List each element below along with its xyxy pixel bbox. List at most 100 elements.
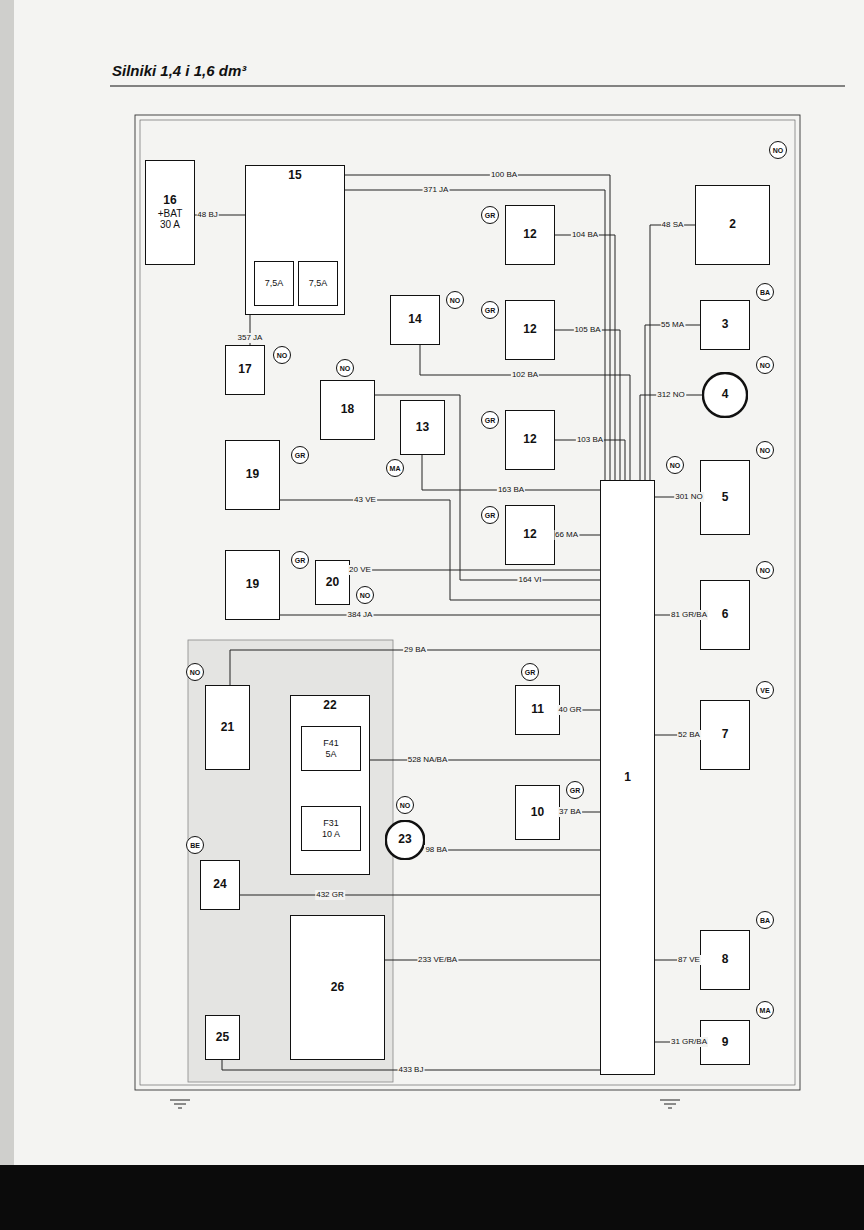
component-box: 12	[505, 505, 555, 565]
wire-colour-code: BA	[756, 283, 774, 301]
wire-colour-code: GR	[521, 663, 539, 681]
wire-colour-code: GR	[291, 551, 309, 569]
wire-code: 52 BA	[677, 730, 701, 740]
wire-code: 66 MA	[554, 530, 579, 540]
component-box: 20	[315, 560, 350, 605]
component-box: 10	[515, 785, 560, 840]
wire-colour-code: NO	[666, 456, 684, 474]
wire-code: 301 NO	[674, 492, 704, 502]
wire-colour-code: GR	[481, 411, 499, 429]
wire	[555, 440, 625, 480]
callout-number: 5	[722, 491, 729, 505]
wire	[645, 325, 700, 480]
wire-code: 233 VE/BA	[417, 955, 458, 965]
wire-colour-code: GR	[291, 446, 309, 464]
wire-colour-code: GR	[481, 206, 499, 224]
component-box: 157,5A7,5A	[245, 165, 345, 315]
callout-number: 12	[523, 433, 536, 447]
wire-colour-code: NO	[356, 586, 374, 604]
wire-colour-code: GR	[566, 781, 584, 799]
component-box: 5	[700, 460, 750, 535]
wire-code: 384 JA	[347, 610, 374, 620]
wire	[345, 190, 605, 480]
component-box: 13	[400, 400, 445, 455]
component-box: 7,5A	[254, 261, 294, 306]
callout-number: 12	[523, 228, 536, 242]
component-circle: 4	[702, 372, 748, 418]
wire-colour-code: BA	[756, 911, 774, 929]
callout-number: 21	[221, 721, 234, 735]
wire-code: 163 BA	[497, 485, 525, 495]
component-box: 1	[600, 480, 655, 1075]
component-box: 12	[505, 410, 555, 470]
wire	[555, 235, 615, 480]
callout-number: F31	[323, 818, 339, 828]
callout-number: 14	[408, 313, 421, 327]
wire-colour-code: GR	[481, 506, 499, 524]
wire-colour-code: MA	[386, 459, 404, 477]
component-box: 18	[320, 380, 375, 440]
component-box: 16+BAT30 A	[145, 160, 195, 265]
wire-colour-code: NO	[446, 291, 464, 309]
callout-number: 4	[722, 388, 729, 402]
callout-number: 8	[722, 953, 729, 967]
callout-number: 2	[729, 218, 736, 232]
callout-number: 7	[722, 728, 729, 742]
wire-code: 100 BA	[490, 170, 518, 180]
wire-code: 98 BA	[424, 845, 448, 855]
wire-colour-code: NO	[756, 561, 774, 579]
wire-code: 104 BA	[571, 230, 599, 240]
callout-number: 18	[341, 403, 354, 417]
component-box: 25	[205, 1015, 240, 1060]
callout-number: 9	[722, 1036, 729, 1050]
wire-code: 40 GR	[557, 705, 582, 715]
header-rule	[110, 85, 845, 86]
callout-number: 19	[246, 468, 259, 482]
component-box: 21	[205, 685, 250, 770]
wire-colour-code: NO	[396, 796, 414, 814]
callout-number: 7,5A	[265, 278, 284, 288]
component-box: 22F415AF3110 A	[290, 695, 370, 875]
callout-number: 1	[624, 771, 631, 785]
wire-code: 43 VE	[353, 495, 377, 505]
callout-number: 17	[238, 363, 251, 377]
component-box: 14	[390, 295, 440, 345]
component-box: 19	[225, 550, 280, 620]
callout-number: 10	[531, 806, 544, 820]
component-box: 8	[700, 930, 750, 990]
component-box: 7	[700, 700, 750, 770]
wire	[280, 615, 600, 616]
component-text: 10 A	[322, 829, 340, 839]
wire-colour-code: GR	[481, 301, 499, 319]
wire-colour-code: NO	[273, 346, 291, 364]
component-box: 12	[505, 300, 555, 360]
callout-number: 24	[213, 878, 226, 892]
wire	[555, 330, 620, 480]
wire	[420, 345, 630, 480]
wire-colour-code: NO	[756, 441, 774, 459]
dashboard-region	[188, 640, 393, 1082]
component-box: 3	[700, 300, 750, 350]
wire-code: 357 JA	[237, 333, 264, 343]
callout-number: 6	[722, 608, 729, 622]
wire-colour-code: MA	[756, 1001, 774, 1019]
wire-colour-code: NO	[186, 663, 204, 681]
wire-colour-code: BE	[186, 836, 204, 854]
page-title: Silniki 1,4 i 1,6 dm³	[112, 62, 246, 79]
callout-number: 7,5A	[309, 278, 328, 288]
component-box: 17	[225, 345, 265, 395]
callout-number: 16	[163, 194, 176, 208]
wire-code: 164 VI	[517, 575, 542, 585]
wire-code: 105 BA	[573, 325, 601, 335]
component-box: 7,5A	[298, 261, 338, 306]
wire	[350, 570, 600, 571]
wire-colour-code: NO	[336, 359, 354, 377]
wire	[375, 395, 600, 580]
wire-code: 528 NA/BA	[407, 755, 449, 765]
component-box: 11	[515, 685, 560, 735]
callout-number: 12	[523, 528, 536, 542]
wire-code: 48 BJ	[196, 210, 218, 220]
wire	[345, 175, 610, 480]
wire-code: 81 GR/BA	[670, 610, 708, 620]
wire-code: 31 GR/BA	[670, 1037, 708, 1047]
